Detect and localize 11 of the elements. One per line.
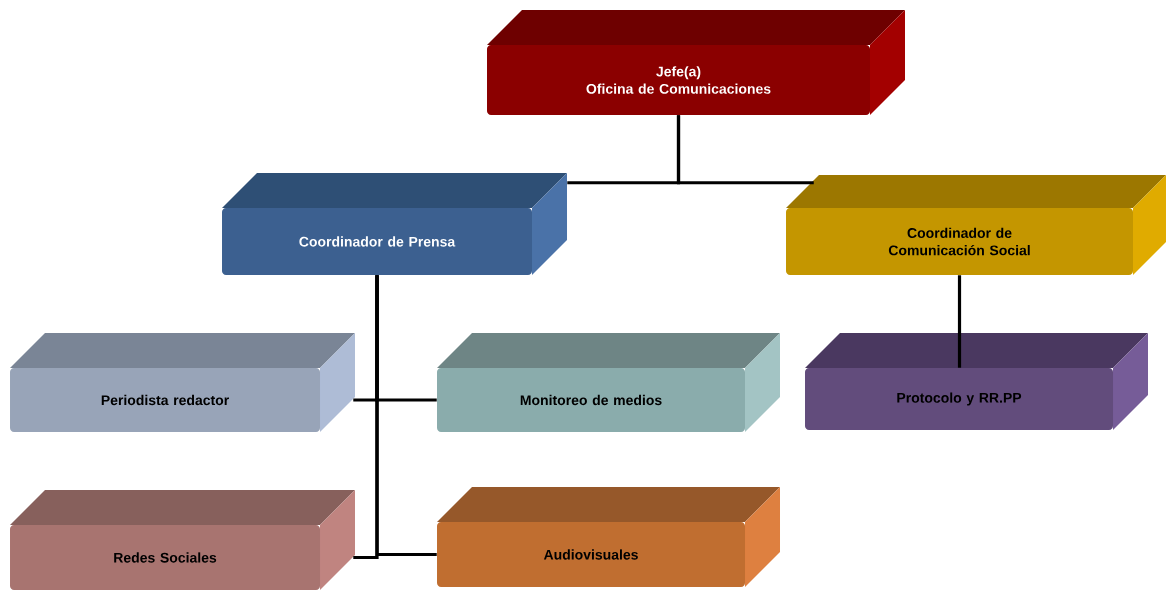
box-3d: Audiovisuales [437, 487, 780, 587]
connector-line [676, 115, 814, 185]
box-3d: Monitoreo de medios [437, 333, 780, 432]
box-3d: Periodista redactor [10, 333, 355, 432]
box-3d: Coordinador de Comunicación Social [786, 175, 1166, 275]
box-3d: Protocolo y RR.PP [805, 333, 1148, 430]
box-3d: Jefe(a) Oficina de Comunicaciones [487, 10, 905, 115]
connector-line [375, 275, 437, 557]
box-3d: Redes Sociales [10, 490, 355, 590]
connector-line [957, 275, 962, 368]
box-3d: Coordinador de Prensa [222, 173, 567, 275]
